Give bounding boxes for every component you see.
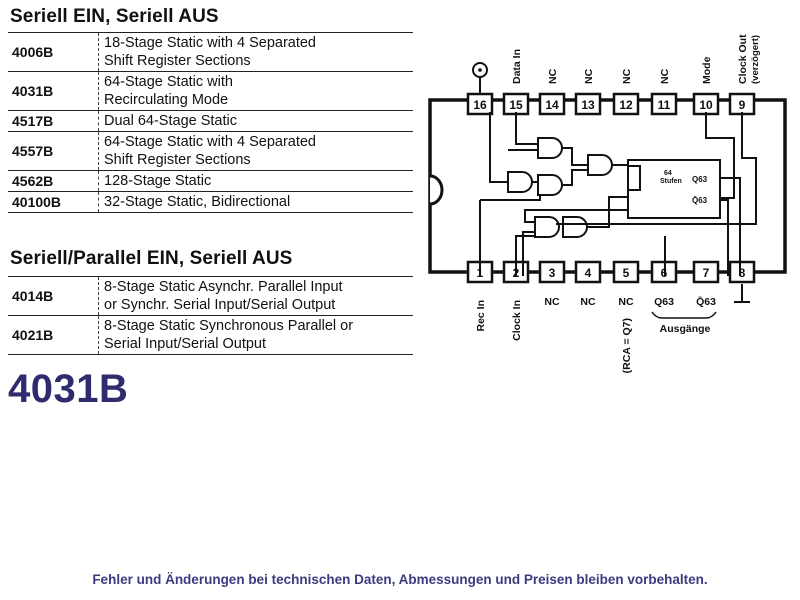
pin-number: 12 bbox=[619, 98, 633, 112]
description-line: 18-Stage Static with 4 Separated bbox=[104, 35, 316, 51]
pin-label: NC bbox=[583, 68, 595, 84]
pin-box bbox=[612, 260, 640, 284]
pin-number: 11 bbox=[658, 98, 671, 112]
ic-body bbox=[428, 98, 787, 274]
description-line: 32-Stage Static, Bidirectional bbox=[104, 194, 291, 210]
description-line: Shift Register Sections bbox=[104, 152, 251, 168]
table-row: 4517B Dual 64-Stage Static bbox=[8, 110, 413, 132]
table-row: 40100B 32-Stage Static, Bidirectional bbox=[8, 191, 413, 213]
part-code: 4014B bbox=[12, 288, 54, 304]
vdd-icon-dot bbox=[478, 68, 482, 72]
pin-box bbox=[538, 92, 566, 116]
section-title-serial-parallel: Seriell/Parallel EIN, Seriell AUS bbox=[10, 248, 293, 269]
pin-number: 3 bbox=[549, 266, 556, 280]
part-description: 8-Stage Static Synchronous Parallel or Se… bbox=[98, 315, 413, 355]
table-row: 4021B 8-Stage Static Synchronous Parallel… bbox=[8, 315, 413, 355]
pin-label: Mode bbox=[701, 56, 713, 84]
part-description: 8-Stage Static Asynchr. Parallel Input or… bbox=[98, 276, 413, 316]
part-code: 4031B bbox=[12, 83, 54, 99]
block-output-q63-bar: Q̄63 bbox=[692, 196, 708, 205]
pin-label: NC bbox=[544, 296, 560, 308]
pin-box bbox=[692, 260, 720, 284]
description-line: 8-Stage Static Asynchr. Parallel Input bbox=[104, 279, 343, 295]
pin-number: 15 bbox=[509, 98, 523, 112]
pin-box bbox=[574, 92, 602, 116]
pin-number: 9 bbox=[739, 98, 746, 112]
pin-label: Clock In bbox=[511, 300, 523, 341]
internal-logic bbox=[479, 112, 757, 276]
pin-number: 10 bbox=[699, 98, 713, 112]
pin-number: 5 bbox=[623, 266, 630, 280]
table-row: 4014B 8-Stage Static Asynchr. Parallel In… bbox=[8, 276, 413, 316]
pin-box bbox=[612, 92, 640, 116]
description-line: or Synchr. Serial Input/Serial Output bbox=[104, 297, 336, 313]
pin-number: 7 bbox=[703, 266, 710, 280]
pin-label: NC bbox=[547, 68, 559, 84]
pin-number: 4 bbox=[585, 266, 592, 280]
description-line: 64-Stage Static with bbox=[104, 74, 233, 90]
pin-number: 13 bbox=[581, 98, 595, 112]
description-line: 8-Stage Static Synchronous Parallel or bbox=[104, 318, 354, 334]
rca-note: (RCA = Q7) bbox=[621, 318, 633, 373]
outputs-label: Ausgänge bbox=[660, 323, 711, 335]
pin-label: NC bbox=[618, 296, 634, 308]
block-output-q63: Q63 bbox=[692, 175, 708, 184]
clock-out-sublabel: (verzögert) bbox=[750, 35, 761, 84]
section-title-serial: Seriell EIN, Seriell AUS bbox=[10, 6, 219, 27]
pin-label: Q̄63 bbox=[696, 296, 716, 308]
pin-label: Q63 bbox=[654, 296, 674, 308]
pin-box bbox=[538, 260, 566, 284]
pin-label: NC bbox=[580, 296, 596, 308]
pin-label: NC bbox=[621, 68, 633, 84]
part-code: 4562B bbox=[12, 173, 54, 189]
part-code: 4557B bbox=[12, 143, 54, 159]
pin-number: 8 bbox=[739, 266, 746, 280]
pin-label: NC bbox=[659, 68, 671, 84]
pin-number: 16 bbox=[473, 98, 487, 112]
part-code: 4517B bbox=[12, 113, 54, 129]
description-line: Serial Input/Serial Output bbox=[104, 336, 267, 352]
parts-table-serial-parallel: 4014B 8-Stage Static Asynchr. Parallel In… bbox=[8, 276, 413, 355]
pin-box bbox=[574, 260, 602, 284]
pin-number: 14 bbox=[545, 98, 559, 112]
description-line: Recirculating Mode bbox=[104, 92, 229, 108]
block-label-stages-count: 64 bbox=[664, 170, 672, 177]
part-description: 32-Stage Static, Bidirectional bbox=[98, 191, 413, 213]
part-code: 40100B bbox=[12, 194, 62, 210]
pin-label: Clock Out bbox=[737, 34, 749, 84]
footer-disclaimer: Fehler und Änderungen bei technischen Da… bbox=[92, 572, 708, 587]
table-row: 4562B 128-Stage Static bbox=[8, 170, 413, 192]
description-line: Shift Register Sections bbox=[104, 53, 251, 69]
part-description: Dual 64-Stage Static bbox=[98, 110, 413, 132]
outputs-bracket bbox=[651, 311, 717, 319]
pin-box bbox=[650, 92, 678, 116]
description-line: Dual 64-Stage Static bbox=[104, 113, 237, 129]
ic-notch bbox=[429, 174, 444, 206]
pin-label: Rec In bbox=[475, 300, 487, 332]
pin-box bbox=[728, 260, 756, 284]
description-line: 64-Stage Static with 4 Separated bbox=[104, 134, 316, 150]
part-code: 4006B bbox=[12, 44, 54, 60]
part-description: 128-Stage Static bbox=[98, 170, 413, 192]
part-number-heading: 4031B bbox=[8, 367, 129, 411]
pin-label: Data In bbox=[511, 49, 523, 84]
part-code: 4021B bbox=[12, 327, 54, 343]
description-line: 128-Stage Static bbox=[104, 173, 212, 189]
block-label-stages: Stufen bbox=[660, 178, 682, 185]
